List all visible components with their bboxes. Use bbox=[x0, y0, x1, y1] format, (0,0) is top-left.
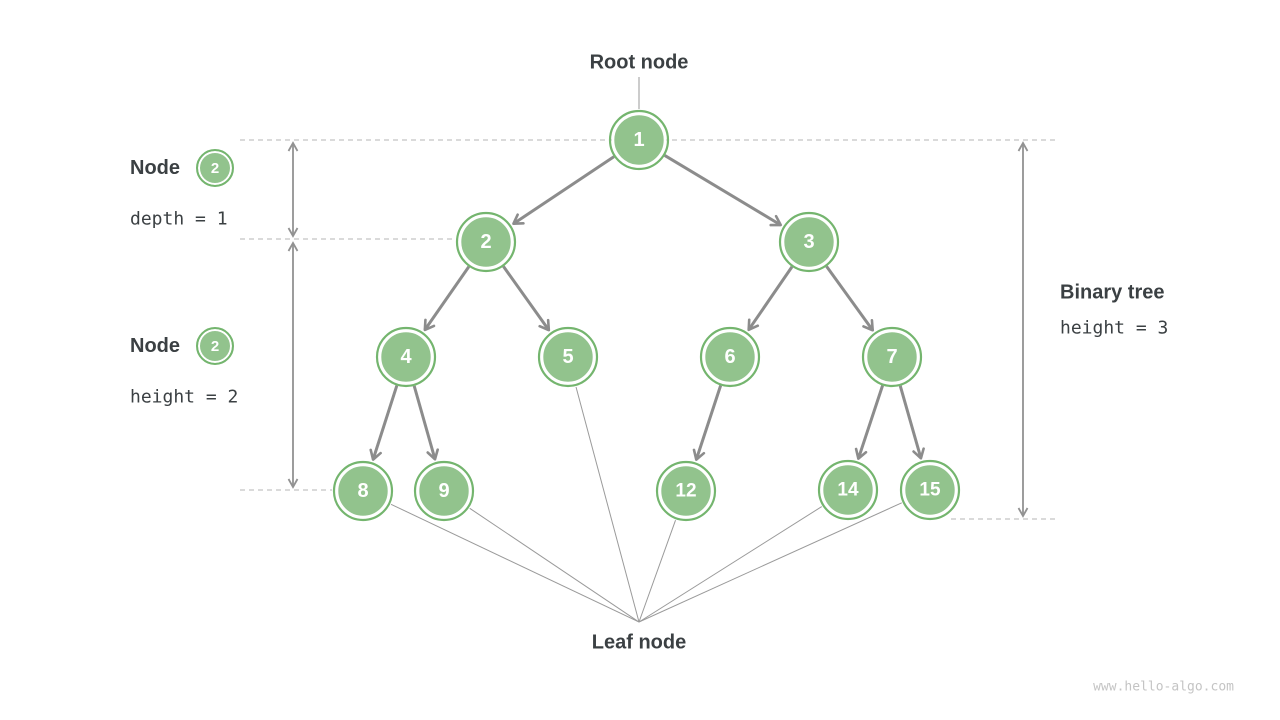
tree-node-outer-ring bbox=[455, 211, 517, 273]
node-height-value-text: height = 2 bbox=[130, 386, 239, 408]
leaf-pointer-line bbox=[575, 386, 640, 623]
tree-node-value: 12 bbox=[675, 481, 696, 502]
tree-node-value: 7 bbox=[886, 346, 897, 368]
tree-node-outer-ring bbox=[655, 460, 717, 522]
tree-node-15: 15 bbox=[899, 459, 961, 521]
tree-node-circle bbox=[864, 329, 920, 385]
tree-node-7: 7 bbox=[861, 326, 923, 388]
tree-edge bbox=[747, 265, 794, 332]
leaf-pointer-lines bbox=[390, 386, 902, 623]
tree-node-14: 14 bbox=[817, 459, 879, 521]
leaf-pointer-line bbox=[469, 507, 640, 623]
tree-node-5: 5 bbox=[537, 326, 599, 388]
node-badge-height: 2 bbox=[196, 327, 234, 365]
measure-arrowhead-up bbox=[1017, 141, 1029, 152]
tree-node-circle bbox=[820, 462, 876, 518]
leaf-pointer-line bbox=[638, 520, 677, 623]
tree-node-outer-ring bbox=[861, 326, 923, 388]
leaf-pointer-line bbox=[638, 502, 902, 623]
watermark: www.hello-algo.com bbox=[1093, 679, 1234, 695]
measure-arrowhead-up bbox=[287, 241, 299, 252]
tree-node-8: 8 bbox=[332, 460, 394, 522]
tree-node-circle bbox=[902, 462, 958, 518]
tree-node-4: 4 bbox=[375, 326, 437, 388]
tree-edge bbox=[512, 155, 615, 225]
tree-height-value-text: height = 3 bbox=[1060, 317, 1169, 339]
tree-edge bbox=[369, 385, 399, 461]
leaf-pointer-line bbox=[638, 506, 823, 623]
tree-edge bbox=[898, 385, 925, 460]
tree-node-value: 1 bbox=[633, 129, 644, 151]
tree-node-outer-ring bbox=[375, 326, 437, 388]
tree-node-circle bbox=[702, 329, 758, 385]
depth-value-text: depth = 1 bbox=[130, 208, 228, 230]
tree-node-circle bbox=[458, 214, 514, 270]
tree-node-circle bbox=[378, 329, 434, 385]
node-badge-depth: 2 bbox=[196, 149, 234, 187]
tree-node-6: 6 bbox=[699, 326, 761, 388]
tree-edge bbox=[663, 154, 783, 227]
measure-arrowhead-down bbox=[1017, 507, 1029, 518]
measure-arrowhead-down bbox=[287, 227, 299, 238]
tree-node-outer-ring bbox=[778, 211, 840, 273]
tree-edges bbox=[369, 154, 925, 461]
node-depth-annotation-word: Node bbox=[130, 156, 180, 179]
binary-tree-label: Binary tree bbox=[1060, 281, 1165, 304]
tree-node-circle bbox=[416, 463, 472, 519]
tree-edge bbox=[502, 265, 551, 332]
tree-node-circle bbox=[658, 463, 714, 519]
tree-node-value: 9 bbox=[438, 480, 449, 502]
tree-node-circle bbox=[611, 112, 667, 168]
tree-node-3: 3 bbox=[778, 211, 840, 273]
tree-node-outer-ring bbox=[899, 459, 961, 521]
tree-node-value: 3 bbox=[803, 231, 814, 253]
tree-node-2: 2 bbox=[455, 211, 517, 273]
node-depth-annotation: Node 2 bbox=[130, 149, 234, 187]
tree-node-value: 15 bbox=[919, 480, 941, 501]
root-node-label: Root node bbox=[589, 51, 689, 74]
tree-node-value: 6 bbox=[724, 346, 735, 368]
tree-node-1: 1 bbox=[608, 109, 670, 171]
tree-edge bbox=[692, 385, 723, 461]
tree-edge bbox=[854, 385, 885, 460]
tree-edge bbox=[825, 265, 874, 332]
tree-node-circle bbox=[335, 463, 391, 519]
tree-node-value: 4 bbox=[400, 346, 412, 368]
tree-node-12: 12 bbox=[655, 460, 717, 522]
tree-node-outer-ring bbox=[537, 326, 599, 388]
tree-node-outer-ring bbox=[608, 109, 670, 171]
tree-node-outer-ring bbox=[332, 460, 394, 522]
tree-edge bbox=[412, 385, 439, 461]
tree-node-value: 2 bbox=[480, 231, 491, 253]
tree-node-outer-ring bbox=[413, 460, 475, 522]
node-height-annotation-word: Node bbox=[130, 334, 180, 357]
measure-arrows bbox=[287, 77, 1029, 518]
measure-arrowhead-up bbox=[287, 141, 299, 152]
tree-node-circle bbox=[540, 329, 596, 385]
measure-arrowhead-down bbox=[287, 478, 299, 489]
leaf-node-label: Leaf node bbox=[591, 631, 687, 654]
node-height-annotation: Node 2 bbox=[130, 327, 234, 365]
tree-node-value: 8 bbox=[357, 480, 368, 502]
tree-edge bbox=[423, 265, 471, 332]
leaf-pointer-line bbox=[390, 503, 640, 623]
tree-node-9: 9 bbox=[413, 460, 475, 522]
tree-node-outer-ring bbox=[817, 459, 879, 521]
tree-node-value: 14 bbox=[837, 480, 859, 501]
tree-node-outer-ring bbox=[699, 326, 761, 388]
tree-node-circle bbox=[781, 214, 837, 270]
tree-node-value: 5 bbox=[562, 346, 573, 368]
